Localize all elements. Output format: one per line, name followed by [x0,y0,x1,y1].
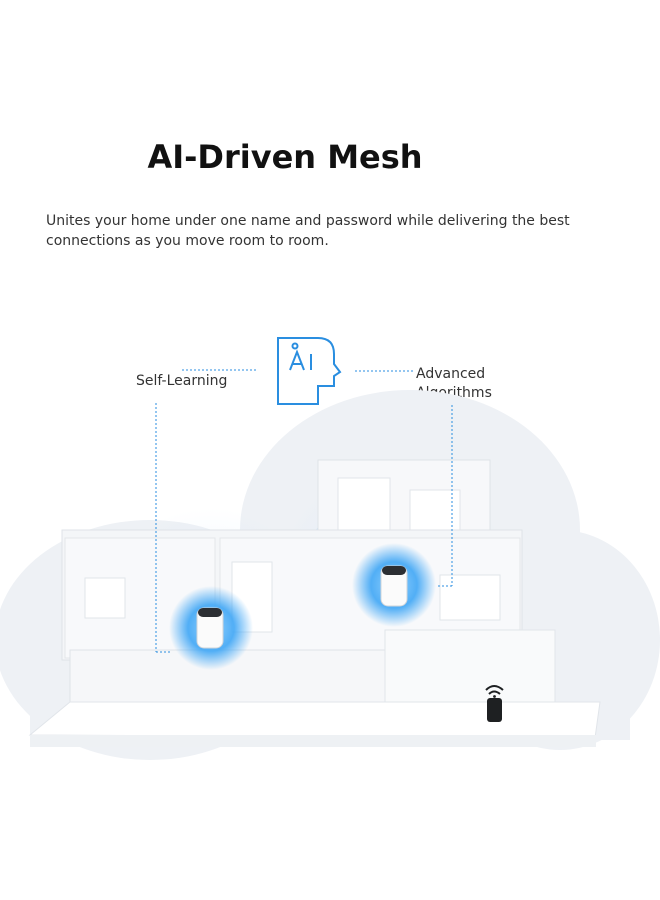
smartphone-wifi-icon [485,685,504,722]
mesh-router-icon [380,565,408,607]
ai-head-icon [277,337,342,405]
page-subtitle: Unites your home under one name and pass… [46,213,570,249]
page-title: AI-Driven Mesh [147,138,423,176]
mesh-house-illustration [0,337,660,760]
label-self-learning: Self-Learning [136,373,228,389]
mesh-router-icon [196,607,224,649]
connector-lines [155,369,453,653]
label-advanced-line1: Advanced [416,366,486,382]
